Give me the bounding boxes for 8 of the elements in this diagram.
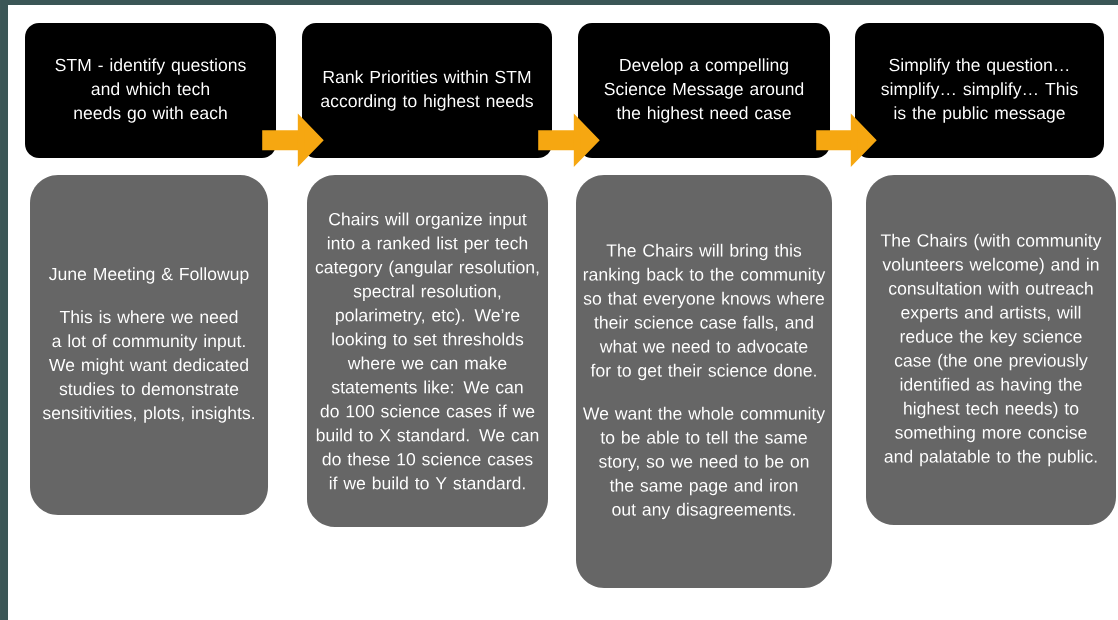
description-box: June Meeting & Followup This is where we need a lot of community input. We might want dedicated studies to demonstrate sensitivities, plots, insights. (30, 175, 268, 515)
step-box: Rank Priorities within STM according to highest needs (302, 23, 552, 158)
step-box: Develop a compelling Science Message around the highest need case (578, 23, 830, 158)
step-box: Simplify the question… simplify… simplify… This is the public message (855, 23, 1104, 158)
description-box: Chairs will organize input into a ranked list per tech category (angular resolution, spectral resolution, polarimetry, etc). We’re looking to set thresholds where we can make statements like: We can do 100 science cases if we build to X standard. We can do these 10 science cases if we build to Y standard. (307, 175, 548, 527)
description-box: The Chairs will bring this ranking back to the community so that everyone knows where their science case falls, and what we need to advocate for to get their science done. We want the whole community to be able to tell the same story, so we need to be on the same page and iron out any disagreements. (576, 175, 832, 588)
description-box: The Chairs (with community volunteers welcome) and in consultation with outreach experts and artists, will reduce the key science case (the one previously identified as having the highest tech needs) to something more concise and palatable to the public. (866, 175, 1116, 525)
step-box: STM - identify questions and which tech needs go with each (25, 23, 276, 158)
